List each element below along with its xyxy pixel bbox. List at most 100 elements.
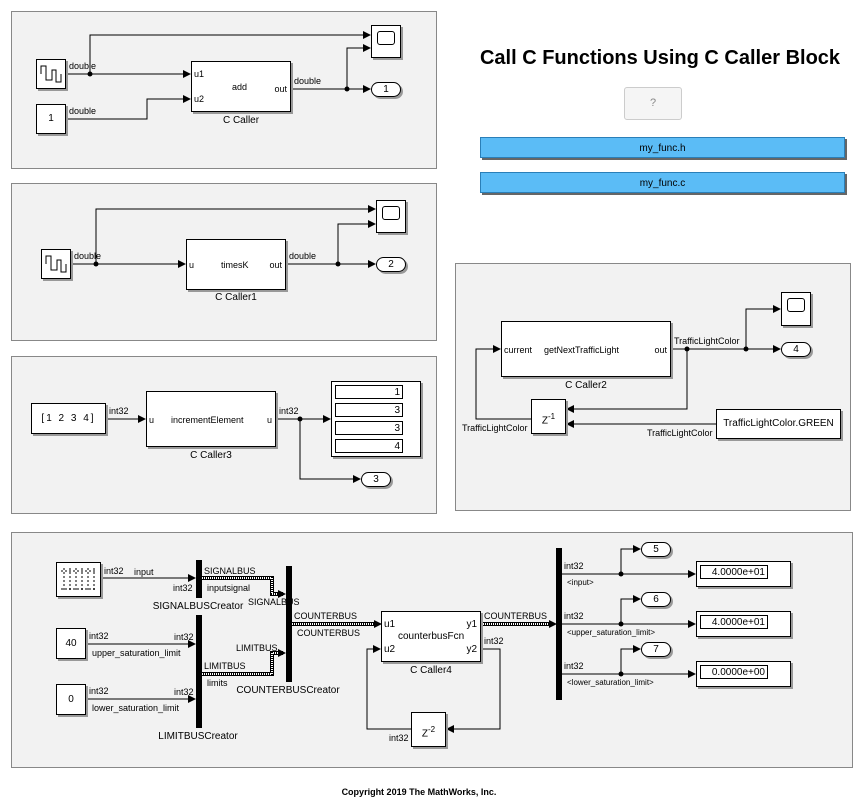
signal-label: TrafficLightColor (647, 428, 713, 438)
outport-5[interactable]: 5 (641, 542, 671, 557)
block-name: COUNTERBUSCreator (236, 685, 340, 696)
delay-block[interactable]: Z-2 (411, 712, 446, 747)
display-input[interactable]: 4.0000e+01 (696, 561, 791, 587)
port-label: u2 (384, 644, 396, 655)
delay-symbol: Z (421, 728, 428, 740)
signal-label: int32 (564, 561, 584, 571)
bus-label: SIGNALBUS (204, 566, 256, 576)
signal-label: TrafficLightColor (462, 423, 528, 433)
function-name: getNextTrafficLight (544, 345, 620, 355)
signal-label: <upper_saturation_limit> (567, 628, 656, 637)
c-caller-add-block[interactable]: u1 u2 add out (191, 61, 291, 112)
outport-3[interactable]: 3 (361, 472, 391, 487)
signal-label: int32 (174, 687, 194, 697)
block-name: C Caller1 (215, 292, 257, 303)
port-label: y1 (466, 619, 477, 630)
display-value: 4 (335, 439, 403, 453)
bus-label: LIMITBUS (204, 661, 246, 671)
port-label: u1 (384, 619, 396, 630)
signal-label: input (134, 567, 154, 577)
port-label: u2 (194, 94, 205, 104)
scope-block[interactable] (781, 292, 811, 326)
outport-2[interactable]: 2 (376, 257, 406, 272)
counterbus-creator-block[interactable] (286, 566, 292, 682)
signal-label: int32 (484, 636, 504, 646)
c-caller-counterbus-block[interactable]: u1 u2 counterbusFcn y1 y2 (381, 611, 481, 662)
c-caller-traffic-block[interactable]: current getNextTrafficLight out (501, 321, 671, 377)
signal-label: int32 (564, 611, 584, 621)
signal-label: double (294, 76, 322, 86)
signal-label: COUNTERBUS (484, 611, 548, 621)
signal-label: <input> (567, 578, 594, 587)
function-name: timesK (221, 260, 249, 270)
outport-4[interactable]: 4 (781, 342, 811, 357)
help-button[interactable]: ? (624, 87, 682, 120)
page-title: Call C Functions Using C Caller Block (479, 47, 841, 69)
outport-1[interactable]: 1 (371, 82, 401, 97)
constant-lower-block[interactable]: 0 (56, 684, 86, 715)
port-label: y2 (466, 644, 477, 655)
signal-label: int32 (89, 631, 109, 641)
constant-upper-block[interactable]: 40 (56, 628, 86, 659)
outport-6[interactable]: 6 (641, 592, 671, 607)
limitbus-creator-block[interactable] (196, 615, 202, 728)
block-name: SIGNALBUSCreator (152, 601, 244, 612)
bus-label: LIMITBUS (236, 643, 278, 653)
file-button-source[interactable]: my_func.c (480, 172, 845, 193)
signal-label: int32 (173, 583, 193, 593)
signal-label: int32 (564, 661, 584, 671)
display-value: 0.0000e+00 (700, 665, 768, 679)
signal-label: double (69, 106, 97, 116)
delay-symbol: Z (541, 415, 548, 427)
bus-label: COUNTERBUS (294, 611, 358, 621)
block-name: C Caller4 (410, 665, 452, 676)
bus-selector-block[interactable] (556, 548, 562, 700)
port-label: u (189, 260, 195, 270)
scope-block[interactable] (371, 25, 401, 58)
bus-label: SIGNALBUS (248, 597, 300, 607)
delay-exponent: -1 (547, 412, 556, 421)
sine-wave-block[interactable] (36, 59, 66, 89)
file-button-header[interactable]: my_func.h (480, 137, 845, 158)
display-block[interactable]: 1 3 3 4 (331, 381, 421, 457)
signal-label: double (289, 251, 317, 261)
sine-wave-block[interactable] (41, 249, 71, 279)
outport-7[interactable]: 7 (641, 642, 671, 657)
scope-icon (382, 206, 400, 220)
display-value: 1 (335, 385, 403, 399)
block-name: C Caller3 (190, 450, 232, 461)
copyright: Copyright 2019 The MathWorks, Inc. (341, 787, 497, 797)
display-upper[interactable]: 4.0000e+01 (696, 611, 791, 637)
display-value: 3 (335, 403, 403, 417)
signal-label: <lower_saturation_limit> (567, 678, 654, 687)
block-name: C Caller (222, 115, 260, 126)
display-value: 3 (335, 421, 403, 435)
scope-icon (787, 298, 805, 312)
signal-label: int32 (104, 566, 124, 576)
function-name: add (232, 82, 248, 92)
signal-label: int32 (109, 406, 129, 416)
c-caller-timesk-block[interactable]: u timesK out (186, 239, 286, 290)
bus-lines (202, 576, 553, 676)
display-lower[interactable]: 0.0000e+00 (696, 661, 791, 687)
bus-label: inputsignal (207, 583, 251, 593)
port-label: current (504, 345, 533, 355)
constant-block[interactable]: 1 (36, 104, 66, 134)
c-caller-increment-block[interactable]: u incrementElement u (146, 391, 276, 447)
scope-block[interactable] (376, 200, 406, 233)
sine-wave-icon (40, 65, 62, 83)
function-name: counterbusFcn (398, 631, 465, 642)
enum-constant-block[interactable]: TrafficLightColor.GREEN (716, 409, 841, 439)
scope-icon (377, 31, 395, 45)
port-label: u (266, 415, 272, 425)
constant-vector-block[interactable]: [1 2 3 4] (31, 403, 106, 434)
block-name: LIMITBUSCreator (158, 731, 238, 742)
repeating-sequence-block[interactable] (56, 562, 101, 597)
port-label: out (274, 84, 287, 94)
unit-delay-block[interactable]: Z-1 (531, 399, 566, 434)
signal-label: lower_saturation_limit (92, 703, 180, 713)
display-value: 4.0000e+01 (700, 615, 768, 629)
signalbus-creator-block[interactable] (196, 560, 202, 598)
